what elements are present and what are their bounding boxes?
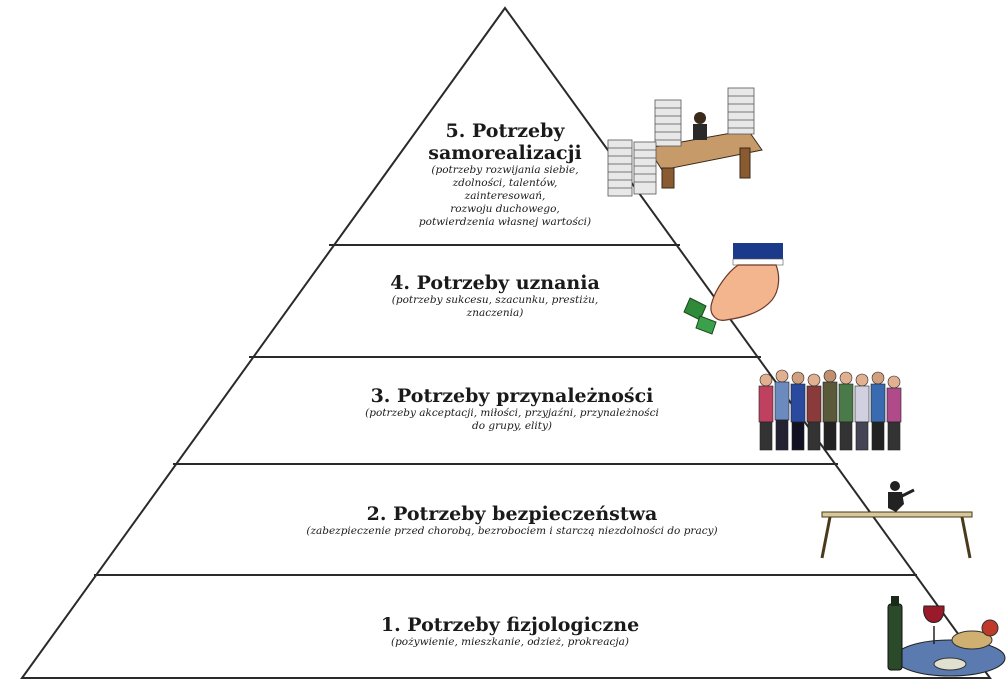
level-1-label: 1. Potrzeby fizjologiczne (pożywienie, m… (230, 614, 790, 649)
level-5-subtitle-line-1: (potrzeby rozwijania siebie, (431, 164, 579, 176)
level-3-title: 3. Potrzeby przynależności (370, 385, 654, 407)
level-5-subtitle-line-2: zdolności, talentów, (452, 177, 558, 189)
level-3-label: 3. Potrzeby przynależności (potrzeby akc… (272, 385, 752, 433)
level-5-subtitle-line-3: zainteresowań, (464, 190, 546, 202)
office-desk-papers-icon (607, 87, 763, 197)
level-4-subtitle-line-2: znaczenia) (466, 307, 524, 319)
level-3-subtitle-line-1: (potrzeby akceptacji, miłości, przyjaźni… (365, 407, 659, 419)
level-5-title-line-2: samorealizacji (428, 142, 582, 164)
level-4-label: 4. Potrzeby uznania (potrzeby sukcesu, s… (325, 272, 665, 320)
balancing-person-icon (820, 481, 973, 559)
hand-with-money-icon (683, 243, 784, 335)
level-5-subtitle-line-4: rozwoju duchowego, (450, 203, 560, 215)
level-1-subtitle-line-1: (pożywienie, mieszkanie, odzież, prokrea… (390, 636, 630, 648)
level-3-subtitle-line-2: do grupy, elity) (472, 420, 552, 432)
level-2-title: 2. Potrzeby bezpieczeństwa (366, 503, 658, 525)
group-of-people-icon (758, 369, 902, 451)
level-2-subtitle-line-1: (zabezpieczenie przed chorobą, bezroboci… (306, 525, 718, 537)
level-4-title: 4. Potrzeby uznania (390, 272, 600, 294)
level-2-label: 2. Potrzeby bezpieczeństwa (zabezpieczen… (192, 503, 832, 538)
food-and-wine-icon (887, 596, 1006, 677)
level-5-subtitle-line-5: potwierdzenia własnej wartości) (418, 216, 592, 228)
level-4-subtitle-line-1: (potrzeby sukcesu, szacunku, prestiżu, (391, 294, 599, 306)
pyramid-outline (20, 6, 992, 679)
level-5-title-line-1: 5. Potrzeby (445, 120, 565, 142)
level-5-label: 5. Potrzeby samorealizacji (potrzeby roz… (375, 120, 635, 229)
level-1-title: 1. Potrzeby fizjologiczne (380, 614, 640, 636)
